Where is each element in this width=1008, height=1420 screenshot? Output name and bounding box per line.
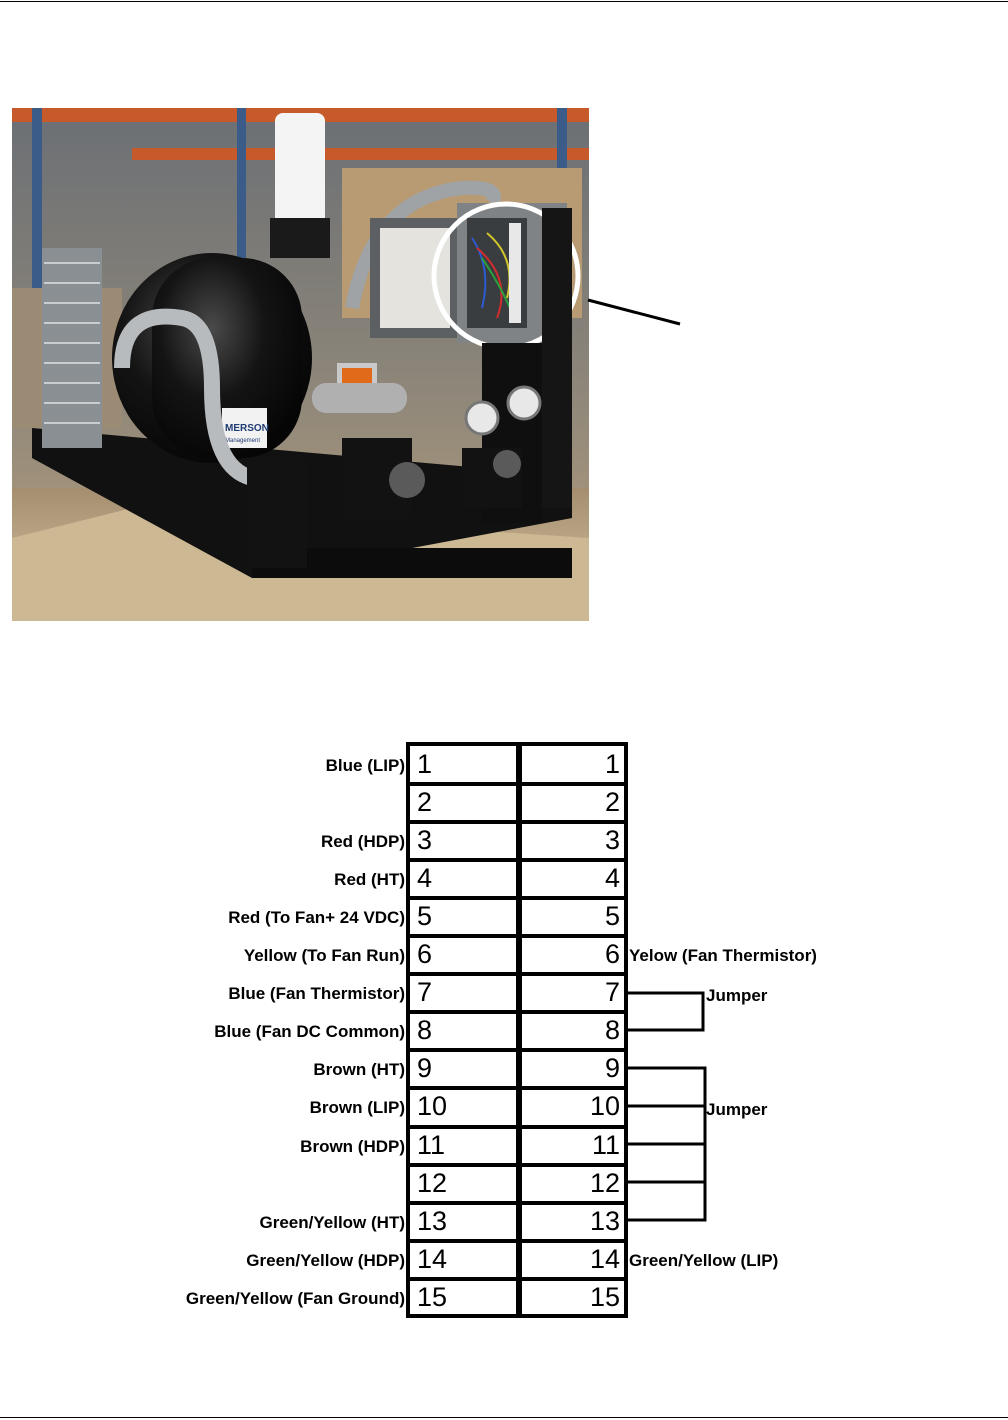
wire-label-left: Red (HT) <box>334 870 405 890</box>
wire-label-left: Brown (LIP) <box>309 1098 405 1118</box>
wire-label-left: Green/Yellow (HDP) <box>246 1250 405 1270</box>
terminal-row-divider <box>410 1162 624 1167</box>
terminal-right-number: 3 <box>604 825 620 856</box>
terminal-right-number: 6 <box>604 939 620 970</box>
terminal-right-number: 4 <box>604 863 620 894</box>
jumper-7-8 <box>628 991 705 1032</box>
terminal-left-number: 11 <box>417 1129 446 1160</box>
terminal-left-number: 4 <box>417 863 433 894</box>
wire-label-right: Green/Yellow (LIP) <box>629 1250 779 1270</box>
terminal-right-number: 14 <box>589 1243 620 1274</box>
terminal-left-number: 3 <box>417 825 433 856</box>
terminal-row-divider <box>410 1010 624 1015</box>
wire-label-left: Blue (LIP) <box>325 756 405 775</box>
terminal-right-number: 13 <box>589 1205 620 1236</box>
terminal-row-divider <box>410 1048 624 1053</box>
terminal-row-divider <box>410 972 624 977</box>
terminal-left-number: 8 <box>417 1015 433 1046</box>
terminal-row-divider <box>410 782 624 787</box>
wire-label-left: Brown (HDP) <box>300 1136 405 1156</box>
terminal-row-divider <box>410 1200 624 1205</box>
terminal-right-number: 8 <box>604 1015 620 1046</box>
terminal-left-number: 9 <box>417 1053 433 1084</box>
wire-label-left: Blue (Fan DC Common) <box>214 1022 405 1042</box>
brand-text: MERSON <box>225 423 269 434</box>
terminal-right-number: 12 <box>589 1167 620 1198</box>
wire-label-right: Yelow (Fan Thermistor) <box>629 946 817 966</box>
terminal-right-number: 5 <box>604 901 620 932</box>
wire-label-left: Green/Yellow (Fan Ground) <box>185 1288 405 1308</box>
wire-label-left: Green/Yellow (HT) <box>259 1212 405 1232</box>
equipment-illustration: MERSON Management <box>12 108 589 621</box>
terminal-row-divider <box>410 934 624 939</box>
wire-label-left: Yellow (To Fan Run) <box>243 946 405 966</box>
bottom-rule <box>0 1417 1008 1418</box>
terminal-row-divider <box>410 1238 624 1243</box>
equipment-photo: MERSON Management <box>12 108 589 621</box>
terminal-right-number: 2 <box>604 787 620 818</box>
wire-label-left: Blue (Fan Thermistor) <box>228 984 405 1004</box>
terminal-left-number: 1 <box>417 749 433 779</box>
terminal-row-divider <box>410 820 624 825</box>
terminal-right-number: 7 <box>604 977 620 1008</box>
brand-sub-text: Management <box>225 438 260 444</box>
terminal-right-number: 1 <box>604 749 620 779</box>
terminal-left-number: 10 <box>417 1091 448 1122</box>
jumper-label-bottom: Jumper <box>706 1100 768 1119</box>
top-rule <box>0 1 1008 2</box>
terminal-left-number: 5 <box>417 901 433 932</box>
terminal-row-divider <box>410 896 624 901</box>
terminal-right-number: 11 <box>591 1129 620 1160</box>
terminal-left-number: 2 <box>417 787 433 818</box>
terminal-left-number: 14 <box>417 1243 448 1274</box>
terminal-right-number: 15 <box>589 1281 620 1312</box>
wire-label-left: Brown (HT) <box>313 1060 405 1080</box>
jumper-label-top: Jumper <box>706 986 768 1005</box>
terminal-row-divider <box>410 1124 624 1129</box>
terminal-left-number: 13 <box>417 1205 448 1236</box>
wire-label-left: Red (HDP) <box>320 832 405 852</box>
terminal-right-number: 10 <box>589 1091 620 1122</box>
jumper-9-13 <box>628 1066 707 1222</box>
terminal-row-divider <box>410 1086 624 1091</box>
terminal-row-divider <box>410 1276 624 1281</box>
terminal-left-number: 7 <box>417 977 433 1008</box>
terminal-left-number: 12 <box>417 1167 448 1198</box>
terminal-center-divider <box>516 746 522 1314</box>
terminal-left-number: 15 <box>417 1281 448 1312</box>
wire-label-left: Red (To Fan+ 24 VDC) <box>228 908 405 928</box>
terminal-right-number: 9 <box>604 1053 620 1084</box>
terminal-left-number: 6 <box>417 939 433 970</box>
terminal-row-divider <box>410 858 624 863</box>
